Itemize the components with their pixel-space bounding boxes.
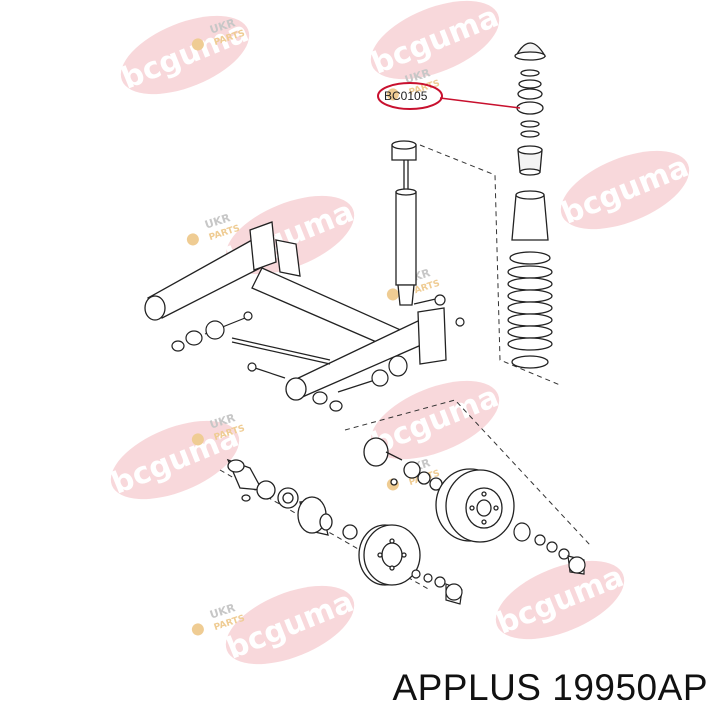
strut-spring-stack — [507, 42, 553, 369]
strut-top-mount — [516, 101, 544, 115]
bolt-long — [231, 337, 331, 365]
fasteners — [171, 294, 465, 412]
bushing-bolt-left — [171, 311, 253, 352]
washer — [520, 130, 540, 138]
brand-watermark-logo: bcguma — [117, 14, 254, 96]
axle-beam-assembly — [144, 221, 447, 401]
callout-leader — [439, 97, 521, 109]
bolt-lower-left — [247, 362, 286, 379]
bolt-right — [413, 294, 465, 327]
part-number-label: APPLUS 19950AP — [392, 667, 708, 708]
small-parts-row — [411, 569, 463, 605]
brake-disc — [358, 524, 421, 586]
drum-small-parts — [513, 522, 586, 575]
small-bolt — [241, 494, 251, 502]
shock-lower-eye — [397, 284, 415, 306]
left-hub-parts — [226, 458, 358, 540]
bearing — [256, 480, 276, 500]
rubber-mount — [517, 88, 543, 100]
left-bracket — [249, 221, 277, 271]
upper-spring-seat — [509, 251, 551, 265]
bushing-bolt-center — [312, 355, 408, 412]
brake-drum-hub — [363, 437, 515, 543]
washer — [520, 69, 540, 77]
mount-plate — [275, 239, 301, 277]
washer — [520, 120, 540, 128]
callout-part-code: BC0105 — [384, 89, 428, 103]
brand-watermark-logo: bcguma — [492, 559, 629, 641]
shock-body — [395, 191, 417, 286]
backing-hub — [363, 437, 389, 467]
callout-ellipse — [377, 82, 443, 110]
brand-watermark-logo: bcguma — [367, 379, 504, 461]
lower-spring-seat — [511, 355, 549, 369]
brand-watermark-logo: bcguma — [557, 149, 694, 231]
dust-boot — [511, 194, 549, 241]
right-bracket — [417, 307, 447, 365]
washer — [518, 79, 542, 89]
part-callout: BC0105 — [377, 82, 521, 110]
hub-seal — [342, 524, 358, 540]
coil-spring — [507, 265, 553, 351]
shock-absorber — [391, 140, 417, 306]
